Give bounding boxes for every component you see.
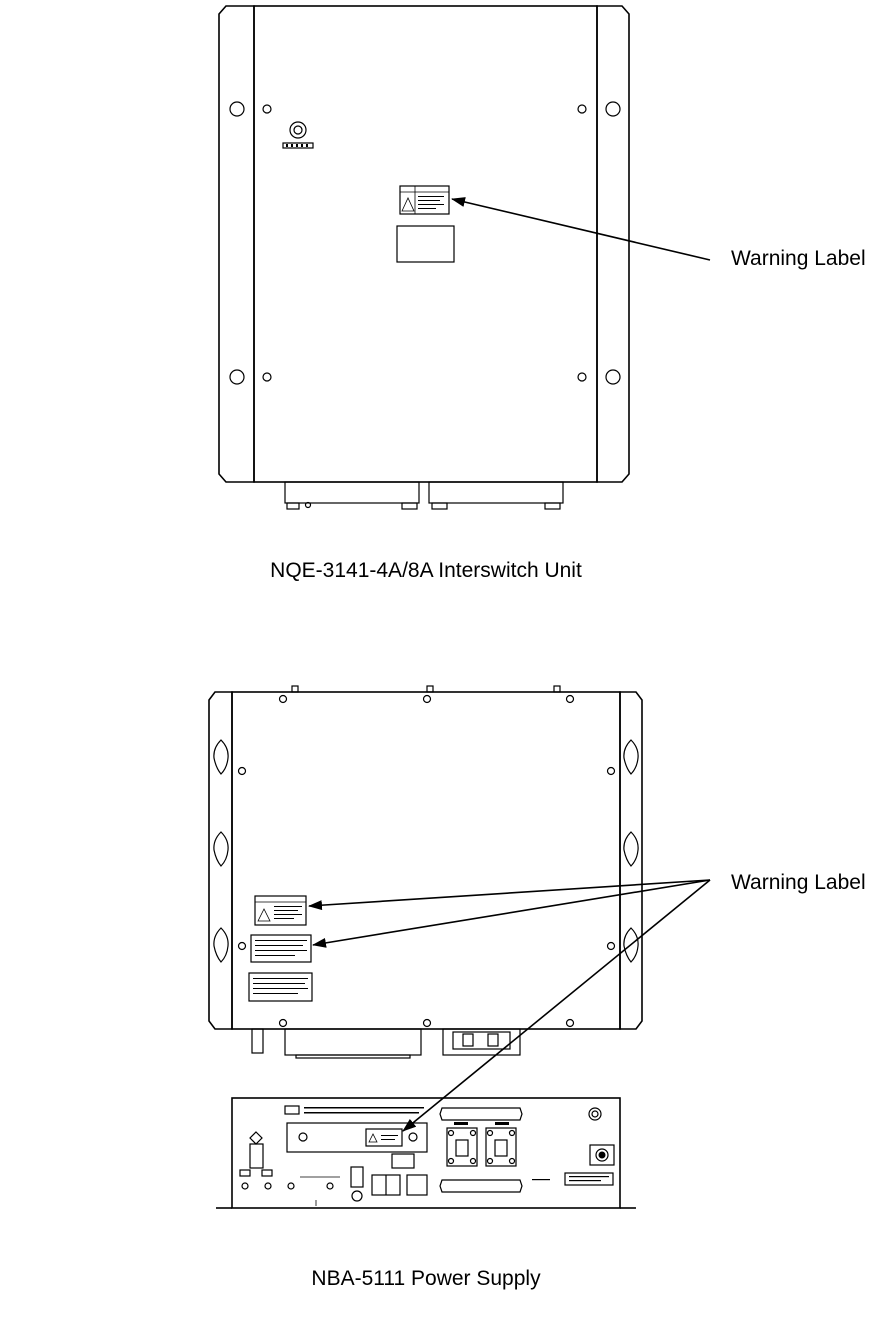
interswitch-unit-drawing — [219, 6, 629, 509]
warning-label-callout-top: Warning Label — [731, 247, 866, 270]
power-supply-front-panel — [216, 1098, 636, 1208]
warning-label-graphic — [366, 1129, 402, 1146]
power-supply-caption: NBA-5111 Power Supply — [311, 1267, 541, 1290]
callout-arrow — [452, 199, 710, 260]
interswitch-caption: NQE-3141-4A/8A Interswitch Unit — [270, 559, 582, 582]
callout-arrows — [309, 880, 710, 1131]
warning-label-callout-bottom: Warning Label — [731, 871, 866, 894]
power-supply-top-view — [209, 686, 642, 1058]
warning-label-graphic — [400, 186, 449, 214]
